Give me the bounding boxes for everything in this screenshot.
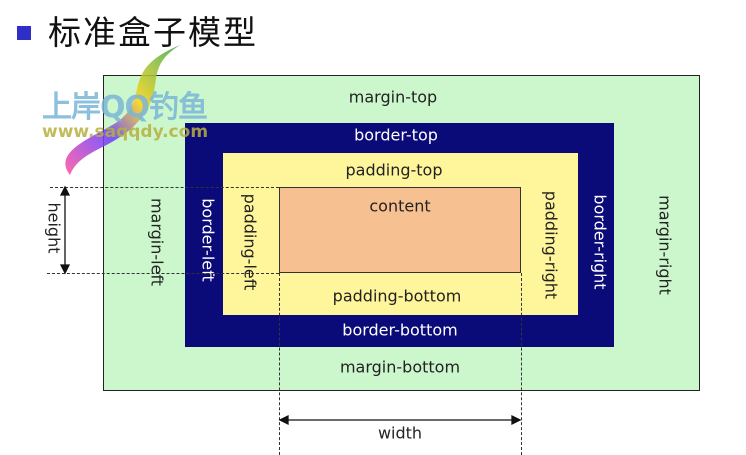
height-arrow-head-top: [59, 185, 71, 196]
margin-top-label: margin-top: [348, 87, 438, 107]
width-arrow-head-left: [278, 414, 289, 426]
swoosh-icon: [65, 45, 180, 175]
height-guide-top: [50, 187, 279, 188]
content-box: [279, 187, 521, 273]
padding-bottom-label: padding-bottom: [332, 286, 462, 306]
border-bottom-label: border-bottom: [342, 320, 458, 340]
width-arrow-head-right: [511, 414, 522, 426]
bullet-icon: [17, 26, 31, 40]
width-label: width: [377, 423, 423, 443]
height-label: height: [44, 202, 64, 254]
border-top-label: border-top: [354, 125, 438, 145]
margin-bottom-label: margin-bottom: [339, 357, 461, 377]
page-title: 标准盒子模型: [48, 13, 258, 52]
height-guide-bottom: [47, 273, 279, 274]
watermark-line1: 上岸QQ钓鱼: [42, 90, 208, 125]
width-guide-right: [521, 273, 522, 455]
watermark-logo: [65, 45, 180, 175]
padding-top-label: padding-top: [345, 160, 443, 180]
width-guide-left: [279, 273, 280, 455]
watermark-line2: www.saqqdy.com: [42, 122, 209, 142]
height-arrow-head-bottom: [59, 264, 71, 275]
content-label: content: [369, 196, 431, 216]
